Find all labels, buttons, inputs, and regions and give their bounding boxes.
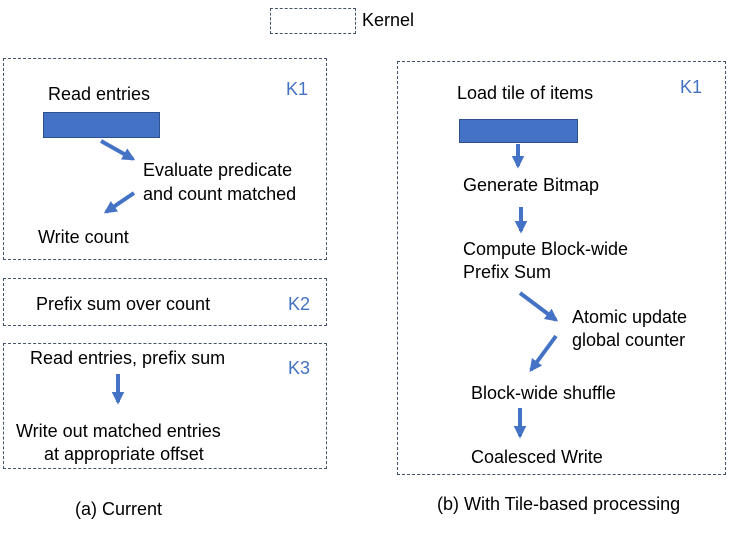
current-k1-label: K1: [286, 79, 309, 99]
caption-tile: (b) With Tile-based processing: [437, 494, 681, 514]
current-prefix-sum: Prefix sum over count: [36, 294, 211, 314]
caption-current: (a) Current: [75, 499, 163, 519]
legend-kernel-swatch: [270, 8, 356, 34]
arrow-atomic-to-shuffle: [529, 334, 558, 373]
current-entries-bar: [43, 112, 160, 138]
tile-compute-prefix-line2: Prefix Sum: [463, 262, 552, 282]
current-write-count: Write count: [38, 227, 129, 247]
current-write-out-line1: Write out matched entries: [16, 421, 221, 441]
tile-load-items: Load tile of items: [457, 83, 594, 103]
current-k3-label: K3: [288, 358, 311, 378]
current-evaluate-line2: and count matched: [143, 184, 297, 204]
arrow-bar-to-evaluate: [100, 139, 136, 161]
current-read-prefix: Read entries, prefix sum: [30, 348, 226, 368]
tile-block-shuffle: Block-wide shuffle: [471, 383, 616, 403]
current-k2-label: K2: [288, 294, 311, 314]
current-k2-box: [3, 278, 327, 326]
arrow-evaluate-to-write: [103, 191, 136, 214]
legend-kernel-label: Kernel: [362, 10, 415, 30]
tile-atomic-line1: Atomic update: [572, 307, 688, 327]
tile-items-bar: [459, 119, 578, 143]
tile-k1-label: K1: [680, 77, 703, 97]
current-evaluate-line1: Evaluate predicate: [143, 160, 293, 180]
tile-compute-prefix-line1: Compute Block-wide: [463, 239, 629, 259]
current-read-entries: Read entries: [48, 84, 151, 104]
tile-coalesced-write: Coalesced Write: [471, 447, 603, 467]
tile-generate-bitmap: Generate Bitmap: [463, 175, 600, 195]
current-k1-box: [3, 58, 327, 260]
current-k3-box: [3, 343, 327, 469]
arrow-prefix-to-atomic: [518, 291, 559, 322]
tile-k1-box: [397, 61, 726, 475]
current-write-out-line2: at appropriate offset: [44, 444, 204, 464]
tile-atomic-line2: global counter: [572, 330, 686, 350]
